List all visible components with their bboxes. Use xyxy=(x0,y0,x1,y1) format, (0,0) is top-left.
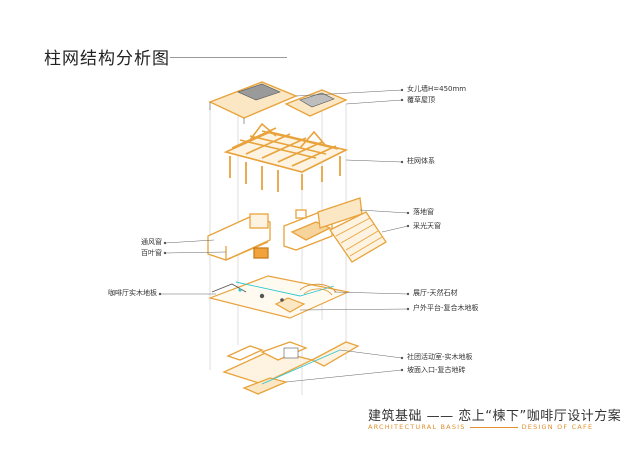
label-skylight: 采光天窗 xyxy=(413,222,441,230)
footer-sub-right: DESIGN OF CAFE xyxy=(521,423,594,431)
footer-title: 建筑基础 —— 恋上“楝下”咖啡厅设计方案 xyxy=(368,409,622,424)
footer-subtitle: ARCHITECTURAL BASIS DESIGN OF CAFE xyxy=(368,423,618,431)
ground-floor-layer xyxy=(207,275,350,319)
label-floor-window: 落地窗 xyxy=(413,208,434,216)
label-column-grid: 柱网体系 xyxy=(407,157,435,165)
footer-dash xyxy=(469,426,518,428)
label-hall-stone: 展厅-天然石材 xyxy=(413,289,458,297)
column-grid-layer xyxy=(223,122,349,192)
footer-sub-left: ARCHITECTURAL BASIS xyxy=(368,423,466,431)
label-terrace: 户外平台-复合木地板 xyxy=(413,304,479,312)
label-louver: 百叶窗 xyxy=(141,249,162,257)
basement-layer xyxy=(222,341,360,395)
page-title: 柱网结构分析图 xyxy=(44,49,170,69)
label-community-room: 社团活动室-实木地板 xyxy=(407,353,473,361)
title-divider xyxy=(170,57,287,58)
roof-layer xyxy=(208,81,348,124)
label-thatch-roof: 覆草屋顶 xyxy=(407,96,435,104)
label-entrance: 坡面入口-复古地砖 xyxy=(407,366,466,374)
wall-window-layer xyxy=(207,197,387,263)
label-parapet: 女儿墙H=450mm xyxy=(407,85,467,93)
label-vent-window: 通风窗 xyxy=(141,238,162,246)
label-cafe-floor: 咖啡厅实木地板 xyxy=(108,289,157,297)
